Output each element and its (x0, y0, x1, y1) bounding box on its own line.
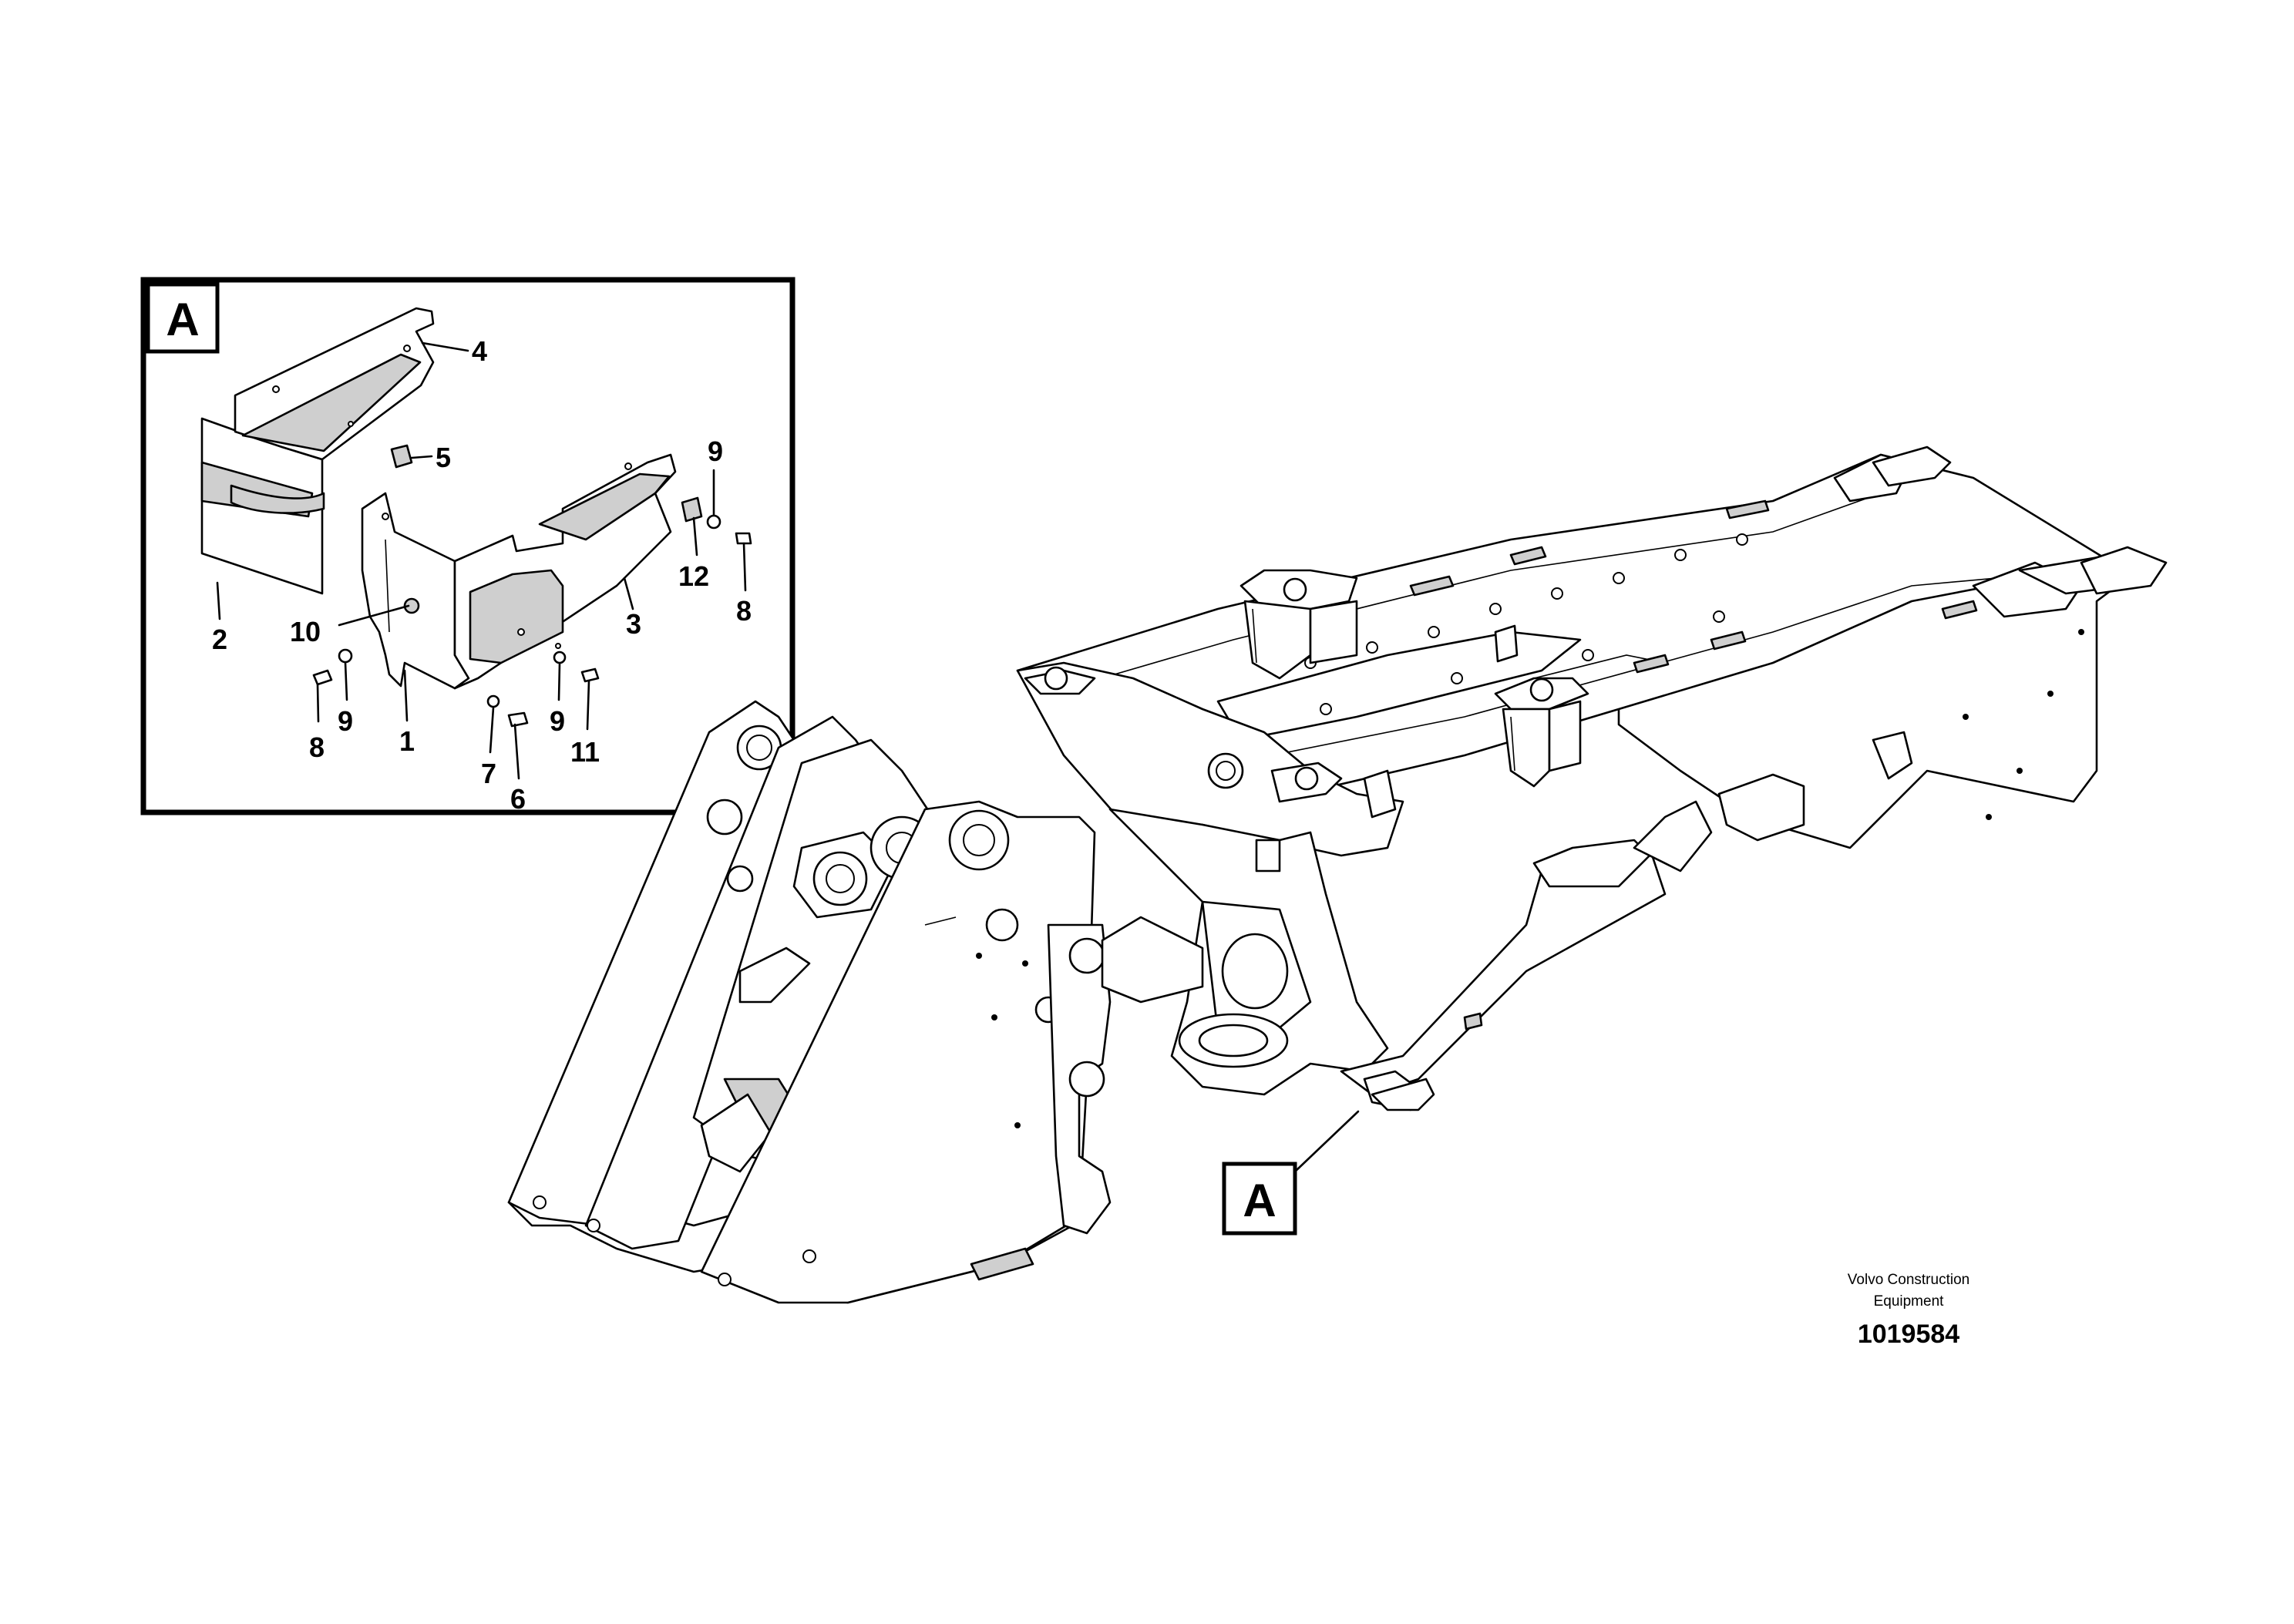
part-5-clip (390, 444, 413, 469)
part-12-spacer (681, 496, 703, 523)
part-9-washer-mid (553, 651, 567, 664)
callout-1: 1 (399, 725, 415, 757)
part-6-bolt (507, 711, 529, 728)
callouts: 4 5 9 12 8 3 2 10 1 8 9 9 11 7 6 (212, 335, 752, 815)
callout-11: 11 (570, 736, 600, 768)
callout-8-left: 8 (309, 731, 325, 763)
callout-8-right: 8 (736, 595, 752, 627)
part-2-cover-panel (200, 307, 435, 595)
callout-6: 6 (510, 783, 526, 815)
reference-label: A (1243, 1175, 1276, 1226)
footer: Volvo Construction Equipment 1019584 (1848, 1272, 1969, 1349)
callout-7: 7 (481, 758, 496, 789)
part-7-washer (486, 694, 500, 708)
detail-label: A (166, 294, 199, 345)
lift-bracket-right (1494, 677, 1589, 788)
reference-label-a: A (1222, 1162, 1297, 1236)
lift-bracket-left (1240, 569, 1358, 680)
part-11-bolt (580, 667, 600, 683)
leader-lines (216, 341, 747, 780)
part-9-washer-right (706, 514, 722, 530)
callout-9-left: 9 (338, 705, 353, 737)
part-8-bolt-right (735, 532, 752, 545)
rear-frame (1016, 446, 2168, 1173)
detail-frame (140, 277, 796, 815)
detail-label-box (146, 282, 220, 354)
brand-line-1: Volvo Construction (1848, 1272, 1969, 1288)
callout-12: 12 (678, 560, 709, 592)
callout-2: 2 (212, 624, 227, 655)
part-8-bolt-left (312, 669, 333, 686)
callout-9-top: 9 (708, 435, 723, 467)
callout-9-mid: 9 (550, 705, 565, 737)
lower-side-members (1340, 800, 1713, 1111)
view-a-pointer (1293, 1110, 1360, 1173)
callout-10: 10 (290, 616, 321, 647)
fasteners (312, 514, 752, 728)
part-number: 1019584 (1858, 1320, 1959, 1349)
part-3-cover (453, 453, 677, 690)
detail-view-a: A (140, 277, 796, 815)
callout-5: 5 (436, 442, 451, 473)
front-frame (507, 700, 1112, 1304)
part-1-bracket (361, 492, 470, 690)
brand-line-2: Equipment (1874, 1293, 1945, 1310)
pivot-column (1101, 808, 1389, 1096)
articulation-head (1016, 661, 1404, 857)
callout-4: 4 (472, 335, 487, 367)
part-9-washer-left (338, 648, 353, 664)
callout-3: 3 (626, 608, 641, 640)
deck-holes (1304, 533, 1748, 715)
reference-label-box (1222, 1162, 1297, 1236)
